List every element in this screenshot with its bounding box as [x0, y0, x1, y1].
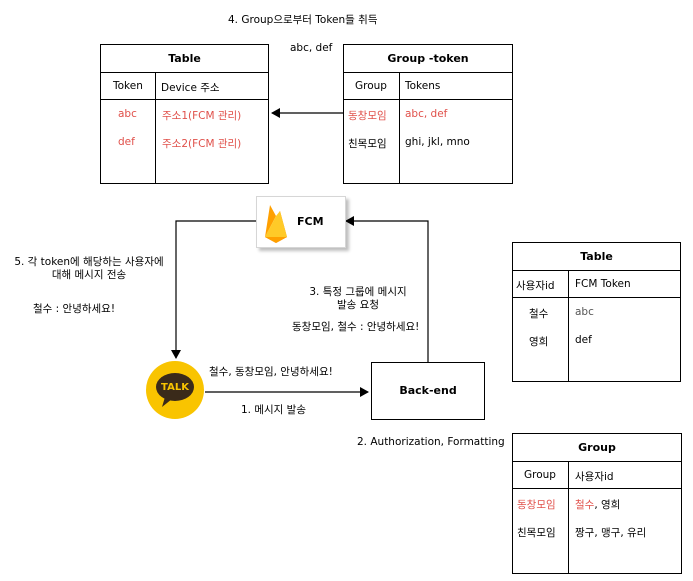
firebase-icon [265, 205, 287, 243]
group-token-table-header-tokens: Tokens [405, 80, 441, 92]
group-table-cell-group: 친목모임 [517, 527, 556, 539]
talk-label: TALK [161, 382, 189, 393]
step5-label: 5. 각 token에 해당하는 사용자에 대해 메시지 전송 [14, 256, 164, 281]
user-table-cell-user: 철수 [529, 308, 549, 320]
backend-node: Back-end [371, 362, 485, 420]
group-table: Group Group 사용자id 동창모임 철수, 영희 친목모임 짱구, 맹… [512, 433, 682, 574]
group-token-table: Group -token Group Tokens 동창모임 abc, def … [343, 44, 513, 184]
group-token-table-cell-tokens: ghi, jkl, mno [405, 136, 470, 148]
group-token-table-header-group: Group [355, 80, 387, 92]
user-table-header-user: 사용자id [516, 280, 555, 292]
group-token-table-cell-tokens: abc, def [405, 108, 448, 120]
group-token-table-cell-group: 친목모임 [348, 138, 387, 150]
step2-label: 2. Authorization, Formatting [357, 436, 505, 448]
group-token-table-title: Group -token [387, 52, 469, 65]
backend-label: Back-end [399, 384, 457, 397]
arrow-fcm-to-talk [171, 220, 256, 359]
group-table-cell-users: 철수, 영희 [575, 499, 621, 511]
group-table-title: Group [578, 441, 616, 454]
group-table-header-user: 사용자id [575, 471, 614, 483]
group-table-cell-users: 짱구, 맹구, 유리 [575, 527, 647, 539]
user-table-cell-user: 영희 [529, 336, 549, 348]
token-table: Table Token Device 주소 abc 주소1(FCM 관리) de… [100, 44, 269, 184]
user-table-header-token: FCM Token [575, 278, 631, 290]
token-table-cell-token: abc [118, 108, 137, 120]
arrow-backend-to-fcm [345, 216, 429, 362]
step3-label: 3. 특정 그룹에 메시지 발송 요청 [309, 286, 407, 311]
step3-message: 동창모임, 철수 : 안녕하세요! [292, 321, 420, 333]
token-table-header-token: Token [113, 80, 143, 92]
user-table-cell-token: abc [575, 306, 594, 318]
user-table: Table 사용자id FCM Token 철수 abc 영희 def [512, 242, 681, 382]
step4-tokens-label: abc, def [290, 42, 333, 54]
token-table-cell-token: def [118, 136, 135, 148]
fcm-node: FCM [256, 196, 346, 248]
group-table-header-group: Group [524, 469, 556, 481]
step5-message: 철수 : 안녕하세요! [33, 303, 116, 315]
step1-label: 1. 메시지 발송 [241, 404, 306, 416]
token-table-cell-device: 주소2(FCM 관리) [162, 138, 242, 150]
user-table-cell-token: def [575, 334, 592, 346]
user-table-title: Table [580, 250, 613, 263]
token-table-header-device: Device 주소 [161, 82, 220, 94]
group-table-cell-group: 동창모임 [517, 499, 556, 511]
talk-message: 철수, 동창모임, 안녕하세요! [209, 366, 333, 378]
step4-label: 4. Group으로부터 Token들 취득 [228, 14, 378, 26]
group-token-table-cell-group: 동창모임 [348, 110, 387, 122]
token-table-title: Table [168, 52, 201, 65]
token-table-cell-device: 주소1(FCM 관리) [162, 110, 242, 122]
fcm-label: FCM [297, 215, 324, 228]
kakaotalk-icon: TALK [146, 361, 204, 419]
